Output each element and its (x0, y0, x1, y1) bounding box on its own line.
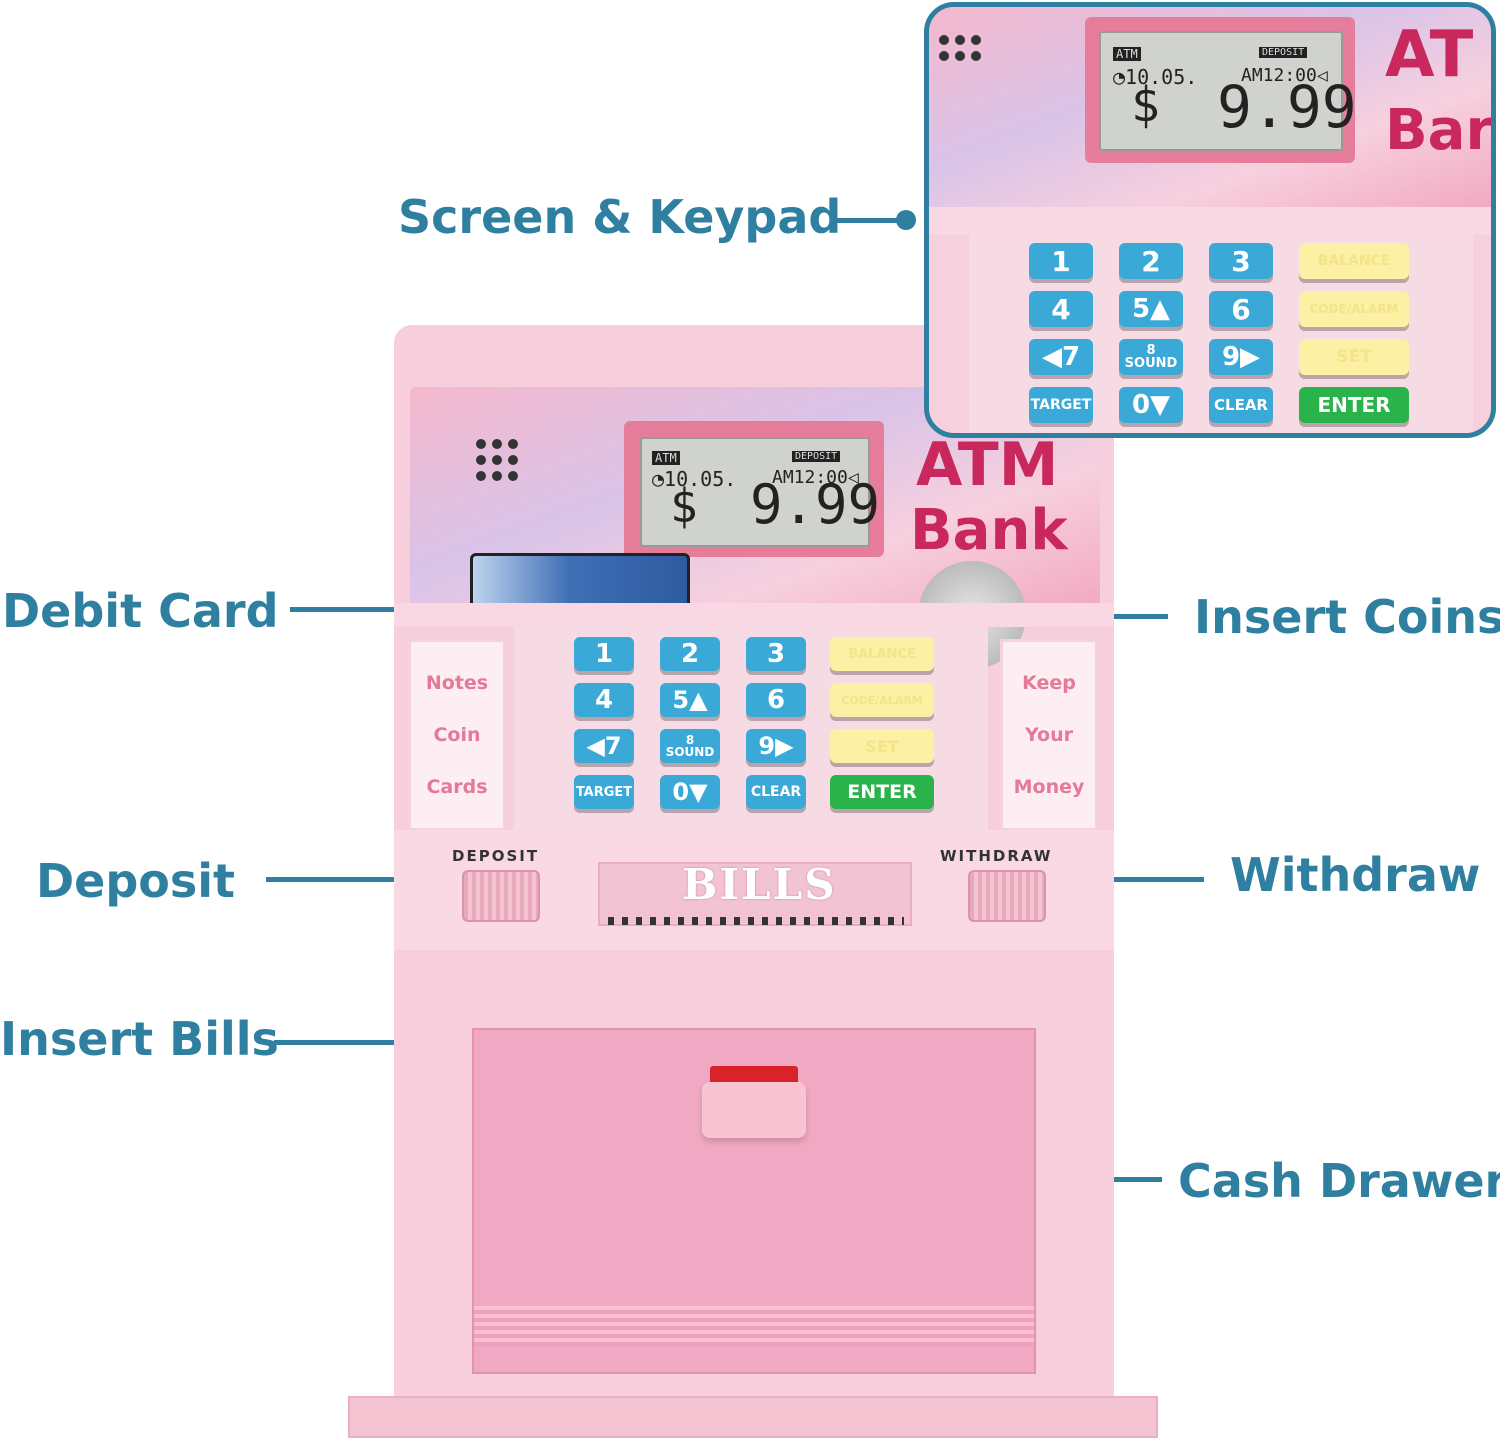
key-target[interactable]: TARGET (574, 775, 634, 809)
drawer-latch[interactable] (710, 1066, 798, 1086)
inset-screen-deposit-label: DEPOSIT (1259, 47, 1308, 58)
inset-key-2[interactable]: 2 (1119, 243, 1183, 279)
key-balance[interactable]: BALANCE (830, 637, 934, 671)
dot-screen-keypad (896, 210, 916, 230)
inset-key-1[interactable]: 1 (1029, 243, 1093, 279)
atm-base (348, 1396, 1158, 1438)
key-0[interactable]: 0▼ (660, 775, 720, 809)
key-3[interactable]: 3 (746, 637, 806, 671)
inset-key-4[interactable]: 4 (1029, 291, 1093, 327)
inset-key-5[interactable]: 5▲ (1119, 291, 1183, 327)
callout-cash-drawer: Cash Drawer (1178, 1154, 1500, 1208)
key-code-alarm[interactable]: CODE/ALARM (830, 683, 934, 717)
side-right-3: Money (1013, 776, 1085, 798)
speaker-icon (476, 439, 518, 481)
inset-speaker-icon (939, 35, 981, 61)
screen-amount: 9.99 (750, 473, 881, 536)
drawer-handle[interactable] (702, 1082, 806, 1138)
screen-mode-label: ATM (652, 451, 680, 465)
withdraw-dial[interactable] (968, 870, 1046, 922)
key-6[interactable]: 6 (746, 683, 806, 717)
side-right-2: Your (1025, 724, 1073, 746)
bill-slot[interactable] (598, 862, 912, 926)
side-left-2: Coin (433, 724, 481, 746)
side-left-3: Cards (426, 776, 488, 798)
key-1[interactable]: 1 (574, 637, 634, 671)
inset-key-3[interactable]: 3 (1209, 243, 1273, 279)
leader-screen-keypad (832, 218, 904, 223)
zoom-inset: ATM DEPOSIT ◔10.05. AM12:00◁ $ 9.99 AT B… (924, 2, 1496, 438)
inset-key-6[interactable]: 6 (1209, 291, 1273, 327)
deposit-label: DEPOSIT (452, 847, 540, 865)
inset-key-0[interactable]: 0▼ (1119, 387, 1183, 423)
lcd-screen: ATM DEPOSIT ◔10.05. AM12:00◁ $ 9.99 (640, 437, 880, 547)
leader-debit-card (290, 607, 438, 612)
inset-screen-left-readout: ◔10.05. (1113, 65, 1198, 89)
callout-insert-bills: Insert Bills (0, 1012, 279, 1066)
bill-slot-teeth (608, 917, 904, 925)
key-4[interactable]: 4 (574, 683, 634, 717)
key-enter[interactable]: ENTER (830, 775, 934, 809)
callout-withdraw: Withdraw (1230, 848, 1481, 902)
withdraw-label: WITHDRAW (940, 847, 1053, 865)
screen-currency: $ (670, 479, 698, 533)
inset-key-set[interactable]: SET (1299, 339, 1409, 375)
inset-key-balance[interactable]: BALANCE (1299, 243, 1409, 279)
inset-slot-ledge (929, 207, 1491, 235)
cash-drawer[interactable] (472, 1028, 1036, 1374)
leader-withdraw (1080, 877, 1204, 882)
callout-deposit: Deposit (36, 854, 236, 908)
callout-debit-card: Debit Card (2, 584, 279, 638)
inset-key-code-alarm[interactable]: CODE/ALARM (1299, 291, 1409, 327)
side-panel-left: Notes Coin Cards (408, 639, 506, 831)
screen-deposit-label: DEPOSIT (792, 451, 841, 462)
inset-key-enter[interactable]: ENTER (1299, 387, 1409, 423)
key-7[interactable]: ◀7 (574, 729, 634, 763)
inset-key-7[interactable]: ◀7 (1029, 339, 1093, 375)
callout-screen-keypad: Screen & Keypad (398, 190, 842, 244)
drawer-grooves (474, 1306, 1034, 1346)
atm-machine: ATM DEPOSIT ◔10.05. AM12:00◁ $ 9.99 ATM … (348, 325, 1158, 1438)
inset-key-target[interactable]: TARGET (1029, 387, 1093, 423)
screen-right-readout: AM12:00◁ (772, 467, 859, 488)
callout-insert-coins: Insert Coins (1194, 590, 1500, 644)
inset-brand-line1: AT (1385, 18, 1474, 92)
inset-key-9[interactable]: 9▶ (1209, 339, 1273, 375)
bills-label: BILLS (682, 860, 837, 909)
key-5[interactable]: 5▲ (660, 683, 720, 717)
inset-screen-currency: $ (1131, 77, 1160, 133)
inset-screen-amount: 9.99 (1217, 73, 1357, 141)
inset-screen-mode-label: ATM (1113, 47, 1141, 61)
side-panel-right: Keep Your Money (1000, 639, 1098, 831)
brand-line2: Bank (910, 498, 1068, 563)
key-clear[interactable]: CLEAR (746, 775, 806, 809)
inset-brand-line2: Bar (1385, 98, 1494, 163)
slot-ledge (394, 603, 1114, 627)
inset-screen-right-readout: AM12:00◁ (1241, 65, 1328, 86)
deposit-dial[interactable] (462, 870, 540, 922)
leader-insert-coins (1066, 614, 1168, 619)
key-8-sound[interactable]: 8 SOUND (660, 729, 720, 763)
screen-left-readout: ◔10.05. (652, 467, 737, 491)
inset-key-clear[interactable]: CLEAR (1209, 387, 1273, 423)
inset-lcd-screen: ATM DEPOSIT ◔10.05. AM12:00◁ $ 9.99 (1099, 31, 1357, 151)
key-9[interactable]: 9▶ (746, 729, 806, 763)
leader-deposit (266, 877, 438, 882)
key-set[interactable]: SET (830, 729, 934, 763)
brand-line1: ATM (916, 430, 1059, 500)
inset-key-8-sound[interactable]: 8 SOUND (1119, 339, 1183, 375)
side-right-1: Keep (1022, 672, 1076, 694)
side-left-1: Notes (425, 672, 489, 694)
key-2[interactable]: 2 (660, 637, 720, 671)
